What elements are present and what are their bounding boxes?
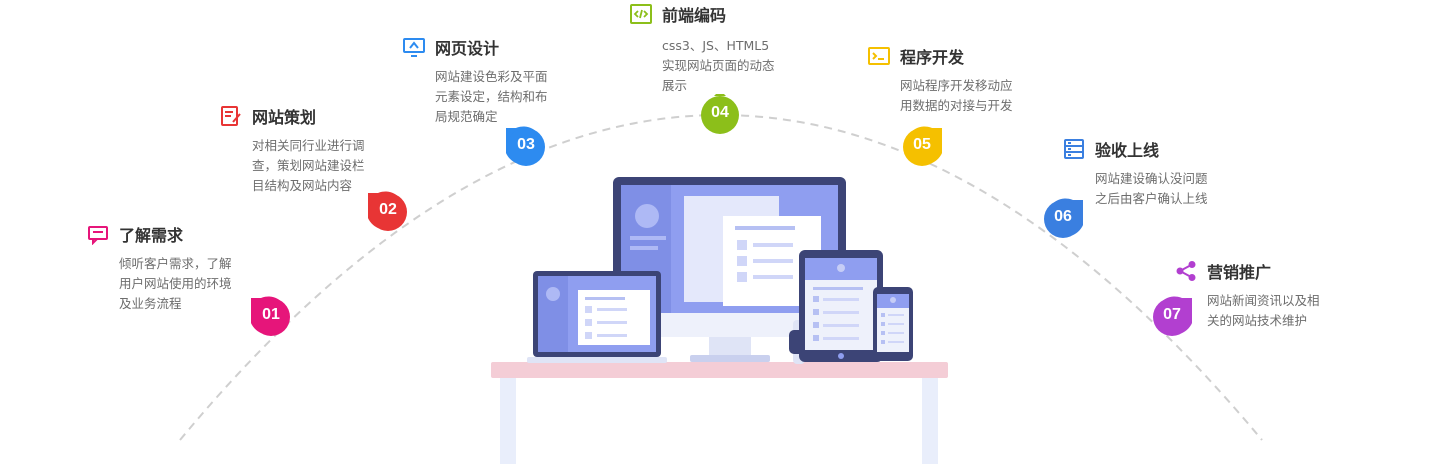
step-desc: 网站建设确认没问题 之后由客户确认上线 xyxy=(1095,171,1208,206)
terminal-icon xyxy=(868,45,890,67)
step-number: 07 xyxy=(1163,306,1181,323)
laptop-base xyxy=(527,357,667,363)
step-desc: 对相关同行业进行调 查，策划网站建设栏 目结构及网站内容 xyxy=(252,138,365,193)
step-badge-1: 01 xyxy=(251,296,291,336)
step-number: 02 xyxy=(379,201,397,218)
edit-document-icon xyxy=(220,105,242,127)
step-5: 程序开发 网站程序开发移动应 用数据的对接与开发 xyxy=(868,44,1013,116)
step-badge-2: 02 xyxy=(368,191,408,231)
step-title: 网站策划 xyxy=(252,108,317,127)
step-title: 验收上线 xyxy=(1095,141,1160,160)
step-number: 03 xyxy=(517,136,535,153)
desk-leg-left xyxy=(500,378,516,464)
step-badge-4: 04 xyxy=(700,94,740,134)
step-number: 06 xyxy=(1054,208,1072,225)
desk-top xyxy=(491,362,948,378)
step-1: 了解需求 倾听客户需求，了解 用户网站使用的环境 及业务流程 xyxy=(87,222,232,314)
step-title: 了解需求 xyxy=(119,226,184,245)
step-title: 前端编码 xyxy=(662,6,727,25)
step-6: 验收上线 网站建设确认没问题 之后由客户确认上线 xyxy=(1063,137,1208,209)
step-desc: css3、JS、HTML5 实现网站页面的动态 展示 xyxy=(662,38,775,93)
step-2: 网站策划 对相关同行业进行调 查，策划网站建设栏 目结构及网站内容 xyxy=(220,104,365,196)
step-badge-3: 03 xyxy=(506,126,546,166)
step-number: 04 xyxy=(711,104,729,121)
step-number: 01 xyxy=(262,306,280,323)
monitor-design-icon xyxy=(403,36,425,58)
step-4: 前端编码 css3、JS、HTML5 实现网站页面的动态 展示 xyxy=(630,2,775,96)
step-desc: 网站程序开发移动应 用数据的对接与开发 xyxy=(900,78,1013,113)
desk-leg-right xyxy=(922,378,938,464)
code-icon xyxy=(630,3,652,25)
step-title: 网页设计 xyxy=(435,39,500,58)
step-7: 营销推广 网站新闻资讯以及相 关的网站技术维护 xyxy=(1175,259,1320,331)
step-desc: 网站建设色彩及平面 元素设定，结构和布 局规范确定 xyxy=(435,69,548,124)
monitor-stand xyxy=(709,337,751,357)
step-badge-6: 06 xyxy=(1043,198,1083,238)
step-badge-7: 07 xyxy=(1152,296,1192,336)
step-title: 营销推广 xyxy=(1207,263,1272,282)
server-list-icon xyxy=(1063,138,1085,160)
step-number: 05 xyxy=(913,136,931,153)
step-desc: 倾听客户需求，了解 用户网站使用的环境 及业务流程 xyxy=(119,256,232,311)
step-desc: 网站新闻资讯以及相 关的网站技术维护 xyxy=(1207,293,1320,328)
chat-bubble-icon xyxy=(87,223,109,246)
step-3: 网页设计 网站建设色彩及平面 元素设定，结构和布 局规范确定 xyxy=(403,35,548,127)
share-icon xyxy=(1175,260,1197,282)
step-badge-5: 05 xyxy=(902,126,942,166)
step-title: 程序开发 xyxy=(900,48,965,67)
